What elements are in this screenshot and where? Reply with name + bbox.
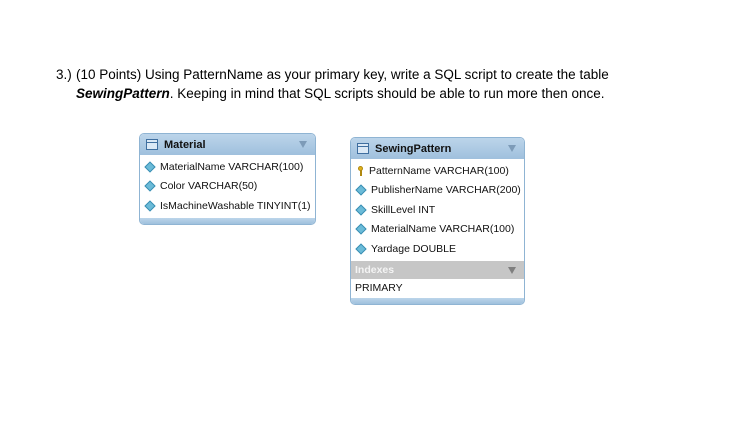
- index-label: PRIMARY: [355, 282, 403, 294]
- question-line-2: SewingPattern. Keeping in mind that SQL …: [56, 84, 716, 103]
- sewing-pattern-table-footer: [351, 297, 524, 304]
- column-label: MaterialName VARCHAR(100): [371, 223, 515, 236]
- sewing-pattern-table-header[interactable]: SewingPattern: [351, 138, 524, 159]
- column-diamond-icon: [144, 200, 156, 212]
- column-diamond-icon: [144, 180, 156, 192]
- material-column[interactable]: MaterialName VARCHAR(100): [140, 157, 315, 177]
- indexes-section-header[interactable]: Indexes: [351, 260, 524, 279]
- sewing-pattern-table[interactable]: SewingPattern PatternName VARCHAR(100) P…: [350, 137, 525, 305]
- material-table-footer: [140, 217, 315, 224]
- collapse-arrow-icon[interactable]: [299, 141, 307, 148]
- question-prompt: (10 Points) Using PatternName as your pr…: [76, 67, 609, 82]
- sewing-pattern-column[interactable]: MaterialName VARCHAR(100): [351, 220, 524, 240]
- question-instruction: . Keeping in mind that SQL scripts shoul…: [169, 86, 605, 101]
- material-table-title: Material: [164, 138, 206, 151]
- column-label: SkillLevel INT: [371, 203, 436, 216]
- index-item[interactable]: PRIMARY: [351, 279, 524, 298]
- column-label: PatternName VARCHAR(100): [369, 164, 509, 177]
- sewing-pattern-column[interactable]: SkillLevel INT: [351, 200, 524, 220]
- primary-key-icon: [356, 165, 364, 176]
- material-column[interactable]: Color VARCHAR(50): [140, 177, 315, 197]
- indexes-label: Indexes: [355, 263, 395, 276]
- question-line-1: 3.) (10 Points) Using PatternName as your…: [56, 65, 716, 84]
- sewing-pattern-table-title: SewingPattern: [375, 142, 452, 155]
- column-diamond-icon: [355, 184, 367, 196]
- column-diamond-icon: [355, 223, 367, 235]
- collapse-arrow-icon[interactable]: [508, 145, 516, 152]
- column-label: IsMachineWashable TINYINT(1): [160, 199, 311, 212]
- column-label: Color VARCHAR(50): [160, 180, 258, 193]
- table-icon: [146, 139, 158, 150]
- column-diamond-icon: [144, 161, 156, 173]
- column-diamond-icon: [355, 204, 367, 216]
- sewing-pattern-column[interactable]: PublisherName VARCHAR(200): [351, 181, 524, 201]
- question-table-name: SewingPattern: [76, 86, 170, 101]
- collapse-arrow-icon[interactable]: [508, 266, 516, 274]
- material-column[interactable]: IsMachineWashable TINYINT(1): [140, 196, 315, 216]
- column-label: MaterialName VARCHAR(100): [160, 160, 304, 173]
- material-column-list: MaterialName VARCHAR(100) Color VARCHAR(…: [140, 155, 315, 218]
- column-label: Yardage DOUBLE: [371, 242, 457, 255]
- question-number: 3.): [56, 67, 72, 82]
- material-table-header[interactable]: Material: [140, 134, 315, 155]
- sewing-pattern-column[interactable]: PatternName VARCHAR(100): [351, 161, 524, 181]
- sewing-pattern-column[interactable]: Yardage DOUBLE: [351, 239, 524, 259]
- question-text: 3.) (10 Points) Using PatternName as your…: [56, 65, 716, 103]
- column-diamond-icon: [355, 243, 367, 255]
- column-label: PublisherName VARCHAR(200): [371, 184, 521, 197]
- material-table[interactable]: Material MaterialName VARCHAR(100) Color…: [139, 133, 316, 225]
- table-icon: [357, 143, 369, 154]
- sewing-pattern-column-list: PatternName VARCHAR(100) PublisherName V…: [351, 159, 524, 261]
